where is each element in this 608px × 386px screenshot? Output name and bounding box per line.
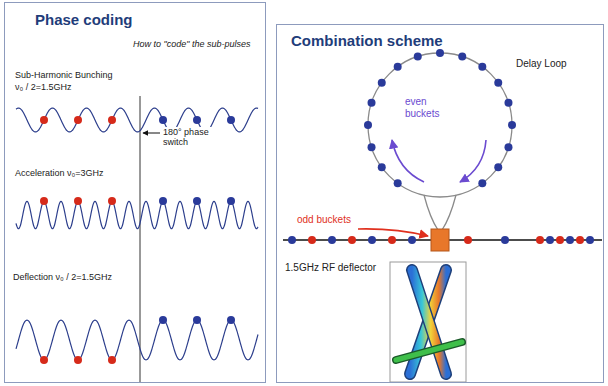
bunch-dot [464, 236, 472, 244]
bunch-dot [74, 197, 82, 205]
bunch-dot [74, 356, 82, 364]
frequency-label: ν₀ / 2=1.5GHz [14, 82, 73, 92]
bunch-dot [546, 236, 554, 244]
bunch-dot [414, 53, 422, 61]
bunch-dot [408, 236, 416, 244]
signal-label: Acceleration ν₀=3GHz [14, 168, 105, 178]
panel-subtitle: How to "code" the sub-pulses [133, 39, 250, 49]
phase-switch-line [140, 96, 141, 382]
bunch-dot [193, 197, 201, 205]
bunch-dot [348, 236, 356, 244]
bunch-dot [368, 99, 376, 107]
bunch-dot [159, 116, 167, 124]
bunch-dot [536, 236, 544, 244]
bunch-dot [40, 197, 48, 205]
bunch-dot [378, 163, 386, 171]
bunch-dot [494, 163, 502, 171]
delay-loop [368, 53, 512, 197]
bunch-dot [504, 99, 512, 107]
bunch-dot [478, 179, 486, 187]
bunch-dot [576, 236, 584, 244]
bunch-dot [436, 49, 444, 57]
part-label: 1.5GHz RF deflector [284, 262, 377, 274]
bunch-dot [40, 356, 48, 364]
bunch-dot [108, 197, 116, 205]
bunch-dot [394, 63, 402, 71]
bunch-dot [108, 356, 116, 364]
bunch-dot [556, 236, 564, 244]
rf-deflector [431, 229, 449, 251]
part-label: Delay Loop [515, 58, 568, 70]
bunch-dot [159, 316, 167, 324]
cavity-inset [390, 262, 466, 382]
bunch-dot [394, 179, 402, 187]
circulation-arrow [460, 140, 486, 182]
bunch-dot [586, 236, 594, 244]
bunch-dot [388, 236, 396, 244]
bunch-dot [504, 143, 512, 151]
leader-arrow [143, 133, 160, 134]
loop-join [442, 195, 456, 230]
bunch-dot [288, 236, 296, 244]
bunch-dot [368, 236, 376, 244]
beam-pipe [396, 342, 462, 360]
bunch-dot [368, 143, 376, 151]
cavity-tube [412, 270, 446, 374]
signal-label: Sub-Harmonic Bunching [14, 70, 114, 80]
bunch-dot [478, 63, 486, 71]
sine-wave [16, 201, 258, 228]
bunch-dot [308, 236, 316, 244]
combination-panel: Combination scheme [276, 24, 604, 383]
bunch-dot [74, 116, 82, 124]
bunch-dot [458, 53, 466, 61]
bunch-dot [193, 316, 201, 324]
bunch-dot [159, 197, 167, 205]
part-label: even buckets [404, 96, 456, 119]
part-label: odd buckets [296, 214, 352, 226]
bunch-dot [501, 236, 509, 244]
bunch-dot [328, 236, 336, 244]
bunch-dot [566, 236, 574, 244]
bunch-dot [227, 316, 235, 324]
beam-pipe [396, 342, 462, 360]
panel-title: Phase coding [35, 11, 133, 28]
odd-arrow [358, 229, 428, 236]
waves [16, 108, 258, 360]
sine-wave [16, 108, 258, 132]
bunch-dot [508, 121, 516, 129]
bunch-dot [227, 116, 235, 124]
cavity-tube [412, 270, 446, 374]
bunch-dot [40, 116, 48, 124]
panel-title: Combination scheme [291, 32, 443, 49]
note-label: 180° phase switch [162, 127, 216, 148]
bunch-dot [227, 197, 235, 205]
bunch-dot [108, 116, 116, 124]
bunch-dot [378, 79, 386, 87]
circulation-arrow [392, 140, 424, 182]
bunches [40, 49, 594, 364]
loop-join [424, 195, 438, 230]
phase-coding-panel: Phase codingHow to "code" the sub-pulses [4, 2, 266, 383]
bunch-dot [494, 79, 502, 87]
sine-wave [16, 320, 258, 360]
bunch-dot [193, 116, 201, 124]
bunch-dot [364, 121, 372, 129]
signal-label: Deflection ν₀ / 2=1.5GHz [12, 272, 113, 282]
